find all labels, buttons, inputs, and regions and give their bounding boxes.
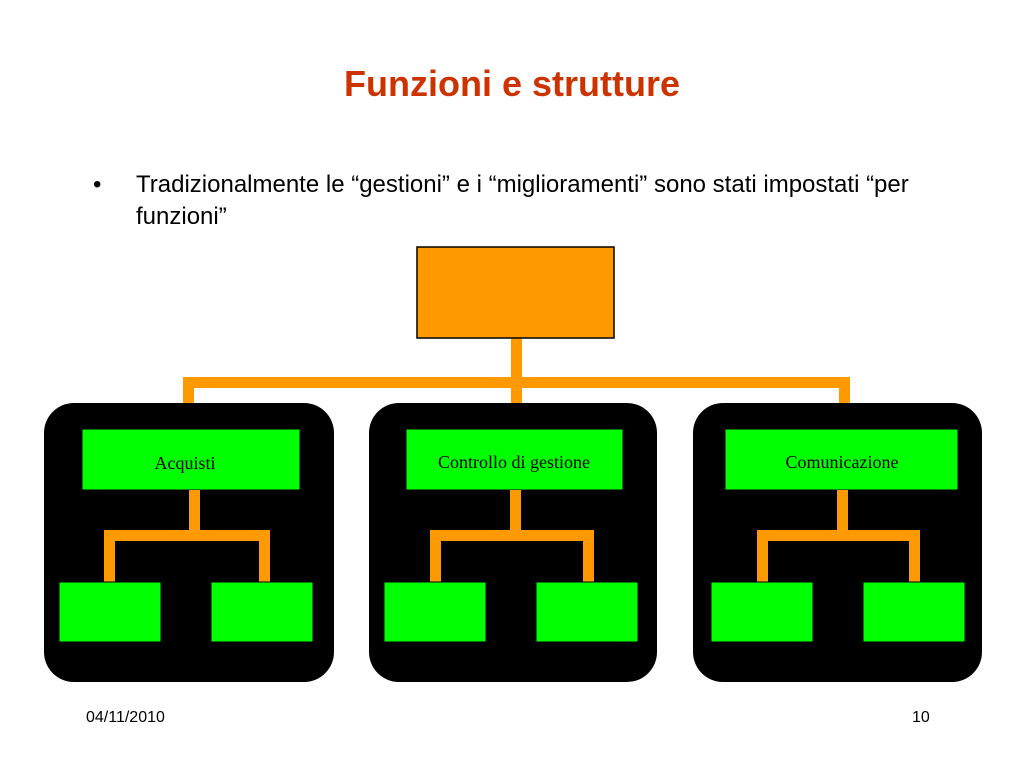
- connector-right: [583, 530, 594, 582]
- footer-date: 04/11/2010: [86, 709, 165, 726]
- top-connectors: [183, 337, 850, 407]
- connector-down: [510, 490, 521, 534]
- connector-right: [909, 530, 920, 582]
- connector-left: [430, 530, 441, 582]
- connector-horizontal: [757, 530, 920, 541]
- department-panel: Comunicazione: [693, 403, 982, 682]
- connector-to-panel-3: [839, 377, 850, 407]
- connector-left: [104, 530, 115, 582]
- department-label-acquisti: Acquisti: [155, 453, 216, 473]
- connector-top-vertical: [511, 337, 522, 385]
- bullet-item: • Tradizionalmente le “gestioni” e i “mi…: [93, 169, 913, 233]
- slide-title: Funzioni e strutture: [344, 63, 680, 104]
- department-label-comunicazione: Comunicazione: [786, 452, 899, 472]
- bullet-symbol: •: [93, 171, 102, 198]
- connector-right: [259, 530, 270, 582]
- department-panel: Acquisti: [44, 403, 334, 682]
- sub-box-left: [710, 581, 814, 643]
- connector-to-panel-2: [511, 377, 522, 407]
- connector-horizontal: [430, 530, 594, 541]
- sub-box-left: [383, 581, 487, 643]
- department-box-acquisti: [81, 428, 301, 491]
- department-panel: Controllo di gestione: [369, 403, 657, 682]
- bullet-list: • Tradizionalmente le “gestioni” e i “mi…: [93, 169, 913, 233]
- sub-box-right: [862, 581, 966, 643]
- sub-box-right: [210, 581, 314, 643]
- connector-horizontal: [104, 530, 270, 541]
- department-box-comunicazione: [724, 428, 959, 491]
- sub-box-left: [58, 581, 162, 643]
- connector-down: [189, 490, 200, 534]
- top-box: [416, 246, 615, 339]
- department-label-controllo-di-gestione: Controllo di gestione: [438, 452, 590, 472]
- connector-left: [757, 530, 768, 582]
- sub-box-right: [535, 581, 639, 643]
- page-number: 10: [912, 709, 930, 726]
- bullet-text: Tradizionalmente le “gestioni” e i “migl…: [136, 171, 909, 230]
- connector-to-panel-1: [183, 377, 194, 407]
- connector-down: [837, 490, 848, 534]
